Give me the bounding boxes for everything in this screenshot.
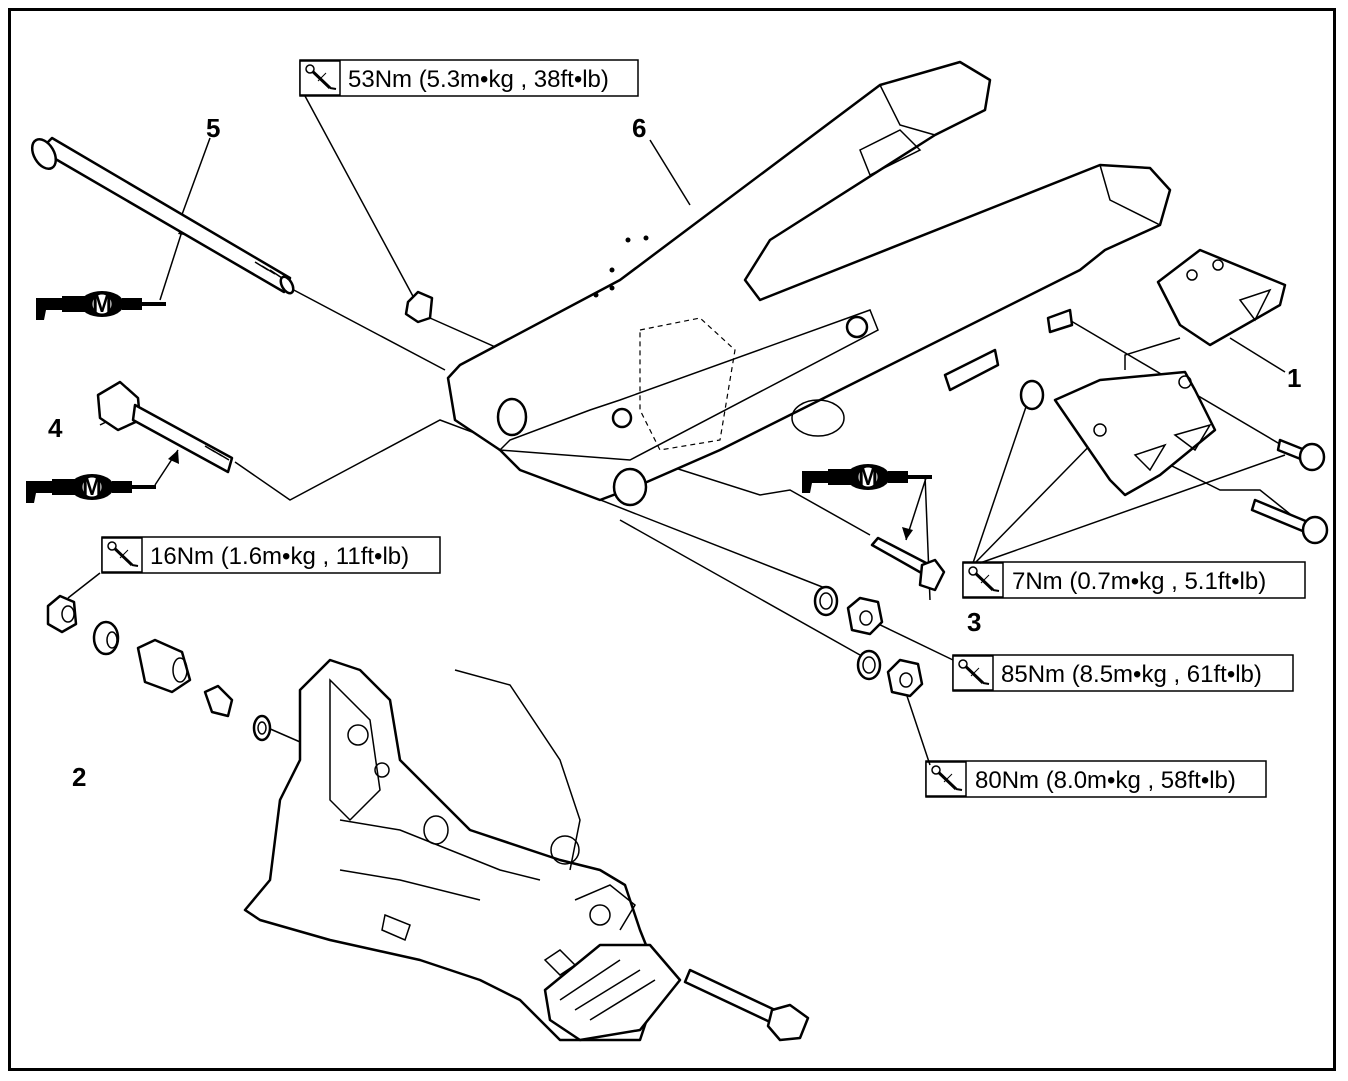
diagram-frame: [8, 8, 1336, 1071]
torque-wrench-icon: [924, 760, 968, 798]
torque-callout-85: 85Nm (8.5m•kg , 61ft•lb): [951, 654, 1294, 692]
part-number-3: 3: [967, 607, 981, 637]
svg-text:M: M: [92, 291, 112, 318]
part-number-1: 1: [1287, 363, 1301, 393]
collar-set: [46, 594, 272, 742]
grease-symbol-axle: M: [35, 290, 167, 321]
torque-value-16: 16Nm (1.6m•kg , 11ft•lb): [150, 543, 409, 570]
chain-guide-bolts: [1250, 438, 1329, 545]
part-number-2: 2: [72, 762, 86, 792]
torque-wrench-icon: [298, 59, 342, 97]
torque-value-80: 80Nm (8.0m•kg , 58ft•lb): [975, 767, 1236, 794]
grease-symbol-bolt3: M: [801, 463, 933, 494]
svg-text:M: M: [82, 474, 102, 501]
part-number-4: 4: [48, 413, 63, 443]
torque-value-7: 7Nm (0.7m•kg , 5.1ft•lb): [1012, 568, 1266, 595]
torque-callout-53: 53Nm (5.3m•kg , 38ft•lb): [298, 59, 639, 97]
pivot-bolt: [96, 380, 234, 474]
pivot-axle: [30, 136, 295, 295]
motorcycle-frame: [243, 658, 662, 1042]
footpeg: [543, 884, 810, 1042]
washers-and-nuts: [404, 290, 924, 698]
torque-callout-7: 7Nm (0.7m•kg , 5.1ft•lb): [961, 561, 1306, 599]
part-number-5: 5: [206, 113, 220, 143]
torque-callout-80: 80Nm (8.0m•kg , 58ft•lb): [924, 760, 1267, 798]
torque-callout-16: 16Nm (1.6m•kg , 11ft•lb): [100, 536, 441, 574]
torque-value-85: 85Nm (8.5m•kg , 61ft•lb): [1001, 661, 1262, 688]
swingarm: [446, 60, 1172, 507]
swingarm-bolt-3: [870, 536, 946, 592]
torque-value-53: 53Nm (5.3m•kg , 38ft•lb): [348, 66, 609, 93]
torque-wrench-icon: [100, 536, 144, 574]
grease-symbol-bolt4: M: [25, 473, 157, 504]
torque-wrench-icon: [961, 561, 1005, 599]
svg-text:M: M: [858, 464, 878, 491]
chain-guide: [1019, 248, 1287, 497]
part-number-6: 6: [632, 113, 646, 143]
torque-wrench-icon: [951, 654, 995, 692]
